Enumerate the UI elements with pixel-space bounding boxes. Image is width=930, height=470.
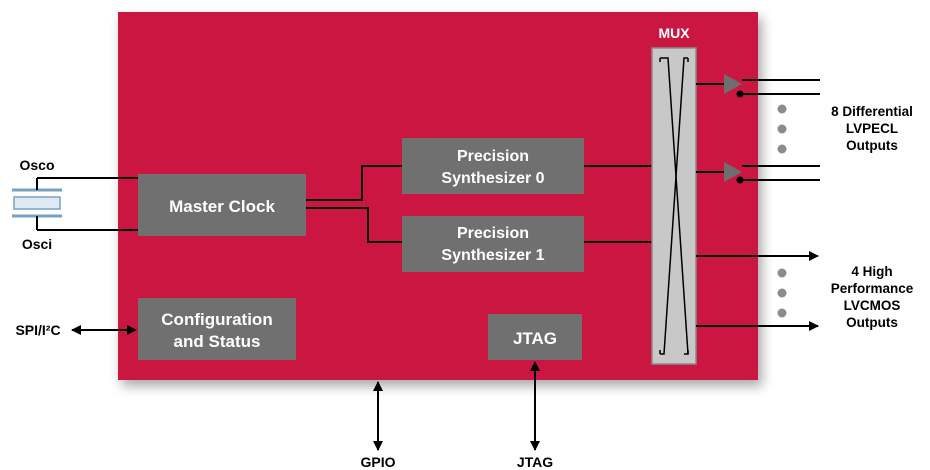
mux-cross-icon: [659, 57, 689, 355]
jtag-block: [488, 314, 582, 360]
lvpecl-label-line2: LVPECL: [846, 121, 898, 136]
ellipsis-dots-lvpecl: [777, 104, 787, 154]
lvcmos-label-line3: LVCMOS: [844, 298, 901, 313]
synth0-label-line2: Synthesizer 0: [441, 170, 544, 187]
ellipsis-dots-lvcmos: [777, 268, 787, 318]
config-status-block: [138, 298, 296, 360]
lvpecl-buffer-2: [696, 162, 820, 184]
mux-label: MUX: [658, 25, 690, 41]
master-clock-block: [138, 174, 306, 236]
synth1-wire: [306, 207, 402, 243]
lvcmos-label-line2: Performance: [831, 281, 914, 296]
synth1-label-line1: Precision: [457, 225, 529, 242]
synth1-label-line2: Synthesizer 1: [441, 247, 544, 264]
lvpecl-label-line1: 8 Differential: [831, 104, 913, 119]
lvpecl-buffer-1: [696, 74, 820, 98]
spi-label: SPI/I²C: [15, 322, 60, 338]
config-label-line2: and Status: [174, 332, 261, 351]
master-clock-label: Master Clock: [169, 197, 275, 216]
lvcmos-label-line4: Outputs: [846, 315, 898, 330]
synth0-block: [402, 138, 584, 194]
config-label-line1: Configuration: [161, 310, 272, 329]
jtag-pin-label: JTAG: [517, 454, 553, 470]
osco-label: Osco: [19, 157, 54, 173]
crystal-icon: [12, 178, 62, 230]
gpio-label: GPIO: [360, 454, 395, 470]
osci-label: Osci: [22, 236, 52, 252]
jtag-block-label: JTAG: [513, 329, 557, 348]
synth0-label-line1: Precision: [457, 148, 529, 165]
lvcmos-label-line1: 4 High: [851, 264, 892, 279]
synth0-wire: [306, 165, 402, 201]
synth1-block: [402, 216, 584, 272]
lvpecl-label-line3: Outputs: [846, 138, 898, 153]
